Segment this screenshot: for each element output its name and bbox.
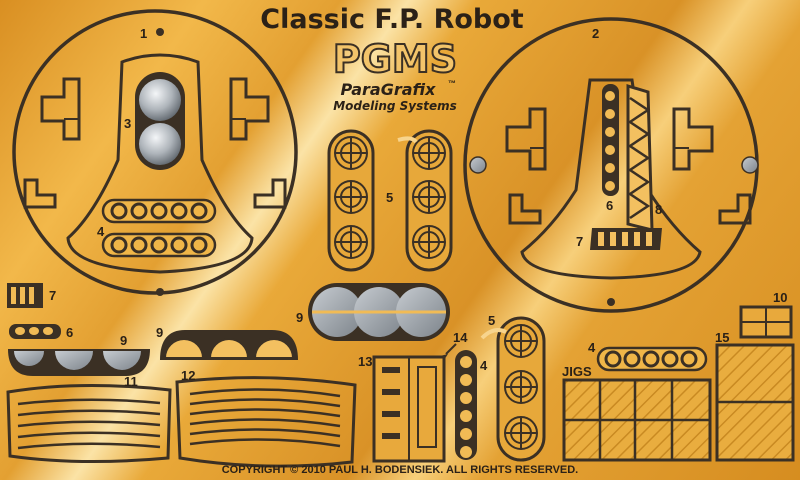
part-9-half-domes-grey: [8, 349, 150, 376]
brand-mark: PGMS: [333, 37, 457, 81]
part-label-5-bottom: 5: [488, 313, 495, 328]
part-label-12: 12: [181, 368, 195, 383]
part-9-strip-large: [308, 283, 450, 341]
part-label-7-disc: 7: [576, 234, 583, 249]
part-7-grille-in-disc: [590, 228, 662, 250]
part-label-15: 15: [715, 330, 729, 345]
part-label-9-brass: 9: [156, 325, 163, 340]
part-label-3: 3: [124, 116, 131, 131]
jigs-label: JIGS: [562, 364, 592, 379]
part-14-pin: [440, 343, 457, 360]
brand-logo: PGMS ParaGrafix ™ Modeling Systems: [332, 36, 458, 113]
part-5-strip-right: [397, 129, 453, 272]
part-1-disc: [12, 9, 298, 296]
part-4-vertical-strip: [455, 350, 477, 460]
part-4-strip-upper: [101, 198, 217, 224]
brand-tagline: Modeling Systems: [333, 99, 457, 113]
part-6-strip-small: [9, 324, 61, 339]
part-label-6-small: 6: [66, 325, 73, 340]
brand-name: ParaGrafix: [341, 80, 437, 99]
part-label-2: 2: [592, 26, 599, 41]
part-label-8: 8: [655, 202, 662, 217]
part-5-strip-bottom: [480, 316, 546, 462]
part-label-4-vertical: 4: [480, 358, 488, 373]
part-12-curved-grille: [175, 376, 357, 468]
part-8-panel: [626, 83, 654, 232]
trademark-symbol: ™: [448, 79, 456, 88]
fret-title: Classic F.P. Robot: [260, 4, 524, 35]
part-label-6-disc: 6: [606, 198, 613, 213]
part-4-strip-lower: [101, 232, 217, 258]
part-9-half-domes-brass: [160, 330, 298, 360]
part-6-column: [602, 84, 619, 196]
part-label-10: 10: [773, 290, 787, 305]
jigs-grid: [562, 378, 712, 462]
part-label-4-disc: 4: [97, 224, 105, 239]
part-15-panel: [715, 343, 795, 462]
part-label-4-right: 4: [588, 340, 596, 355]
part-5-strip-left: [327, 129, 375, 272]
part-7-grille-small: [7, 283, 43, 308]
part-label-5-center: 5: [386, 190, 393, 205]
part-label-7-small: 7: [49, 288, 56, 303]
part-10-small-grid: [739, 305, 793, 339]
part-label-14: 14: [453, 330, 468, 345]
part-label-1: 1: [140, 26, 147, 41]
part-13-frame: [372, 355, 446, 463]
part-4-strip-right: [596, 346, 708, 372]
copyright-notice: COPYRIGHT © 2010 PAUL H. BODENSIEK. ALL …: [222, 464, 579, 476]
part-label-13: 13: [358, 354, 372, 369]
part-label-11: 11: [124, 374, 138, 389]
part-11-curved-panel: [6, 383, 172, 464]
part-2-disc: [463, 17, 759, 313]
part-label-9-left: 9: [120, 333, 127, 348]
part-label-9-center: 9: [296, 310, 303, 325]
